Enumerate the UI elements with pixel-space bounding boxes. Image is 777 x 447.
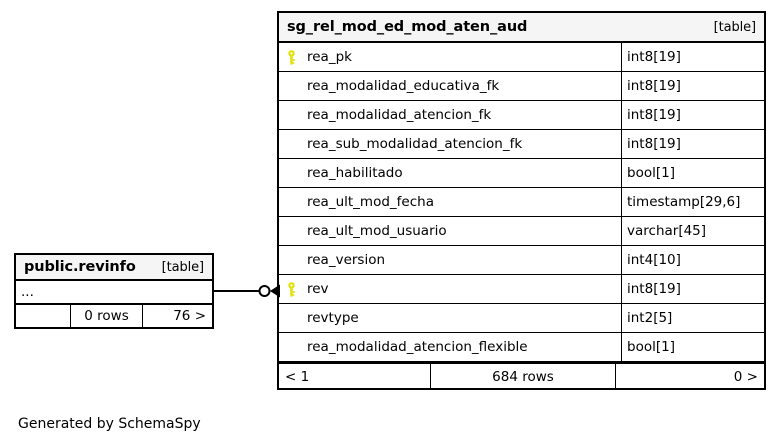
table-row[interactable]: rea_modalidad_educativa_fk int8[19] xyxy=(279,72,764,101)
table-row[interactable]: rea_habilitado bool[1] xyxy=(279,159,764,188)
primary-key-icon xyxy=(287,281,307,297)
entity-header: sg_rel_mod_ed_mod_aten_aud [table] xyxy=(279,13,764,43)
column-label: rea_version xyxy=(307,252,386,268)
generated-by-caption: Generated by SchemaSpy xyxy=(18,416,201,432)
key-icon-placeholder xyxy=(287,310,307,326)
footer-parents-count[interactable]: < 1 xyxy=(279,364,431,390)
column-label: rea_modalidad_atencion_fk xyxy=(307,107,492,123)
column-type-cell: bool[1] xyxy=(627,339,675,355)
key-icon-placeholder xyxy=(287,107,307,123)
column-type-cell: int2[5] xyxy=(627,310,673,326)
entity-title: sg_rel_mod_ed_mod_aten_aud xyxy=(287,19,528,35)
column-type-cell: bool[1] xyxy=(627,165,675,181)
table-row[interactable]: rea_version int4[10] xyxy=(279,246,764,275)
entity-type-tag: [table] xyxy=(713,19,756,35)
key-icon-placeholder xyxy=(287,223,307,239)
key-icon-placeholder xyxy=(287,165,307,181)
relationship-connector xyxy=(212,284,280,298)
entity-table-sg-rel-mod-ed-mod-aten-aud[interactable]: sg_rel_mod_ed_mod_aten_aud [table] rea_p… xyxy=(277,11,766,390)
key-icon-placeholder xyxy=(287,78,307,94)
table-row[interactable]: rea_ult_mod_fecha timestamp[29,6] xyxy=(279,188,764,217)
column-label: rea_habilitado xyxy=(307,165,403,181)
table-row[interactable]: rea_modalidad_atencion_flexible bool[1] xyxy=(279,333,764,362)
column-name-cell: rea_ult_mod_usuario xyxy=(279,217,622,245)
column-label: rea_modalidad_atencion_flexible xyxy=(307,339,528,355)
key-icon-placeholder xyxy=(287,194,307,210)
table-row[interactable]: rea_ult_mod_usuario varchar[45] xyxy=(279,217,764,246)
column-label: rea_sub_modalidad_atencion_fk xyxy=(307,136,523,152)
column-name-cell: rev xyxy=(279,275,622,303)
column-label: rev xyxy=(307,281,329,297)
column-name-cell: rea_habilitado xyxy=(279,159,622,187)
column-type-cell: timestamp[29,6] xyxy=(627,194,741,210)
column-label: rea_ult_mod_usuario xyxy=(307,223,447,239)
column-name-cell: rea_pk xyxy=(279,43,622,71)
column-name-cell: rea_ult_mod_fecha xyxy=(279,188,622,216)
column-name-cell: rea_modalidad_educativa_fk xyxy=(279,72,622,100)
table-row[interactable]: rea_sub_modalidad_atencion_fk int8[19] xyxy=(279,130,764,159)
footer-parents-count[interactable] xyxy=(16,305,71,327)
column-name-cell: rea_sub_modalidad_atencion_fk xyxy=(279,130,622,158)
entity-title: public.revinfo xyxy=(24,259,136,275)
footer-children-count[interactable]: 0 > xyxy=(733,369,758,385)
columns-collapsed-ellipsis[interactable]: ... xyxy=(21,284,34,300)
column-type-cell: int8[19] xyxy=(627,281,681,297)
column-type-cell: int8[19] xyxy=(627,49,681,65)
footer-row-count: 684 rows xyxy=(431,364,616,390)
table-row[interactable]: rea_pk int8[19] xyxy=(279,43,764,72)
table-row[interactable]: rea_modalidad_atencion_fk int8[19] xyxy=(279,101,764,130)
entity-footer: 0 rows 76 > xyxy=(16,303,212,327)
key-icon-placeholder xyxy=(287,339,307,355)
table-row[interactable]: rev int8[19] xyxy=(279,275,764,304)
entity-table-public-revinfo[interactable]: public.revinfo [table] ... 0 rows 76 > xyxy=(14,253,214,329)
column-name-cell: rea_modalidad_atencion_flexible xyxy=(279,333,622,361)
primary-key-icon xyxy=(287,49,307,65)
column-label: revtype xyxy=(307,310,359,326)
entity-footer: < 1 684 rows 0 > xyxy=(279,362,764,390)
key-icon-placeholder xyxy=(287,252,307,268)
footer-row-count: 0 rows xyxy=(71,305,143,327)
column-label: rea_ult_mod_fecha xyxy=(307,194,434,210)
column-name-cell: revtype xyxy=(279,304,622,332)
column-type-cell: varchar[45] xyxy=(627,223,707,239)
column-label: rea_pk xyxy=(307,49,352,65)
column-type-cell: int4[10] xyxy=(627,252,681,268)
entity-header: public.revinfo [table] xyxy=(16,255,212,281)
table-row[interactable]: revtype int2[5] xyxy=(279,304,764,333)
column-type-cell: int8[19] xyxy=(627,107,681,123)
footer-children-count[interactable]: 76 > xyxy=(173,308,206,324)
column-type-cell: int8[19] xyxy=(627,78,681,94)
entity-type-tag: [table] xyxy=(161,259,204,275)
column-name-cell: rea_version xyxy=(279,246,622,274)
key-icon-placeholder xyxy=(287,136,307,152)
column-name-cell: rea_modalidad_atencion_fk xyxy=(279,101,622,129)
column-type-cell: int8[19] xyxy=(627,136,681,152)
column-label: rea_modalidad_educativa_fk xyxy=(307,78,500,94)
